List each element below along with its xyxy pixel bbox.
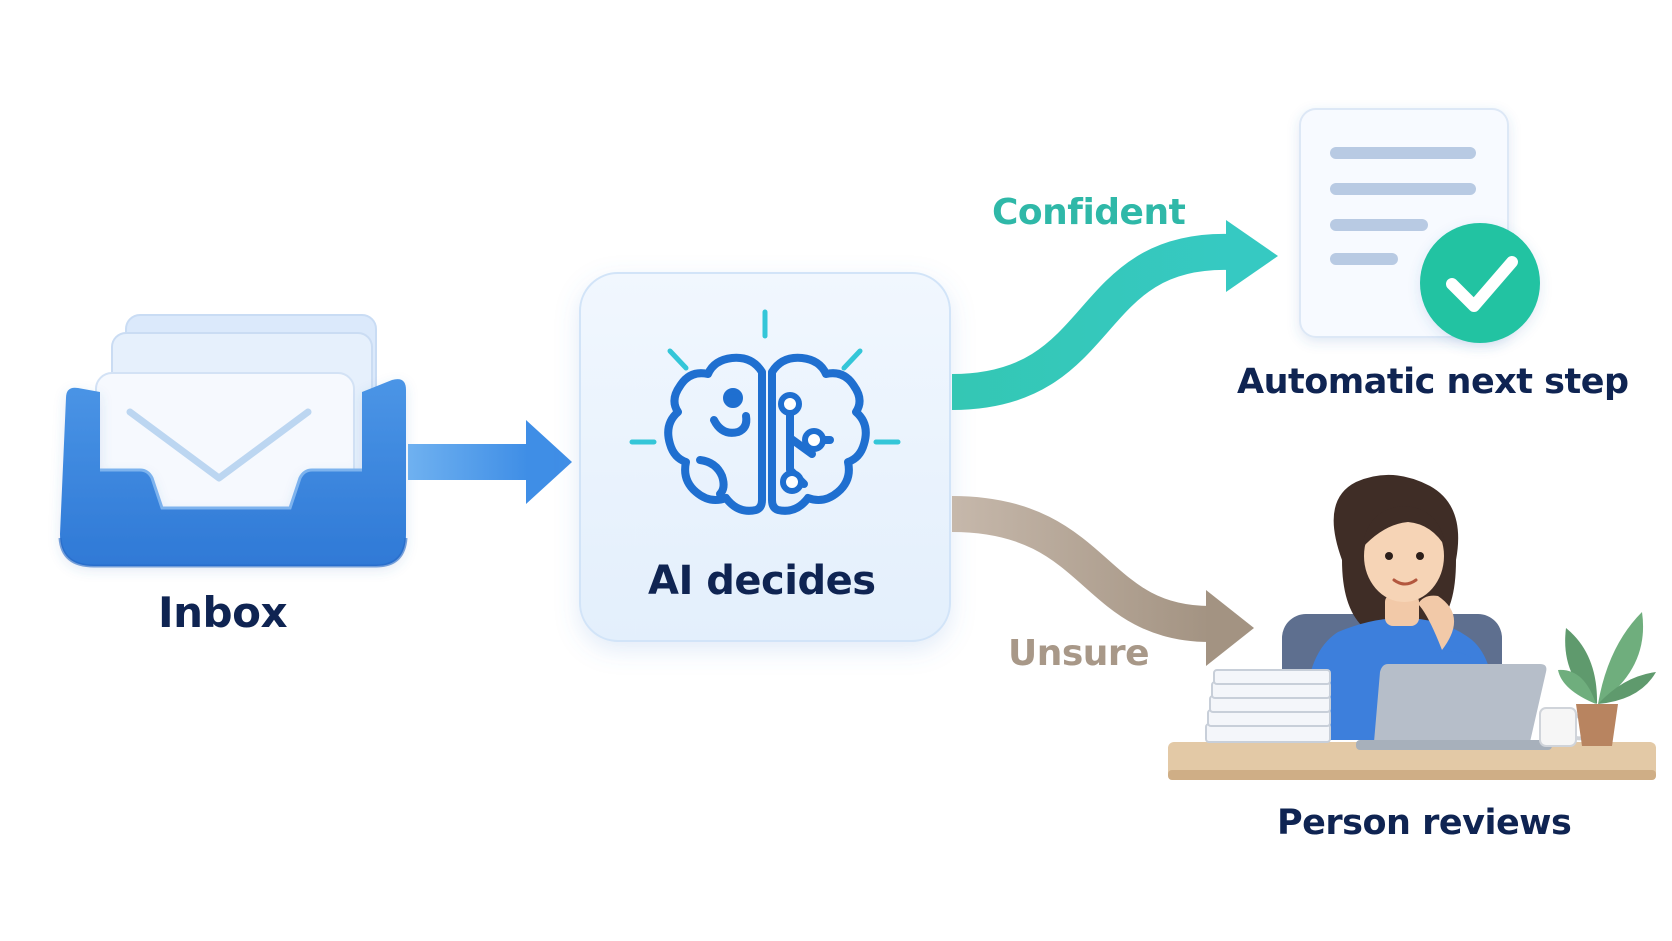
arrow-inbox-to-ai xyxy=(408,420,572,504)
confident-label: Confident xyxy=(992,192,1186,233)
potted-plant-icon xyxy=(1558,612,1656,746)
automatic-next-step-label: Automatic next step xyxy=(1237,362,1629,402)
arrow-unsure xyxy=(951,496,1254,666)
spark-lines xyxy=(629,309,901,445)
person-reviews-label: Person reviews xyxy=(1277,803,1572,843)
inbox-tray-icon xyxy=(58,314,408,568)
check-circle-icon xyxy=(1420,223,1540,343)
inbox-label: Inbox xyxy=(158,588,288,637)
paper-stack-icon xyxy=(1205,669,1331,743)
ai-decides-box xyxy=(579,272,951,642)
laptop-icon xyxy=(1356,664,1552,750)
arrow-confident xyxy=(951,220,1278,410)
envelope-icon xyxy=(95,372,355,526)
unsure-label: Unsure xyxy=(1008,633,1150,674)
ai-decides-label: AI decides xyxy=(648,558,876,604)
desk xyxy=(1168,742,1656,780)
